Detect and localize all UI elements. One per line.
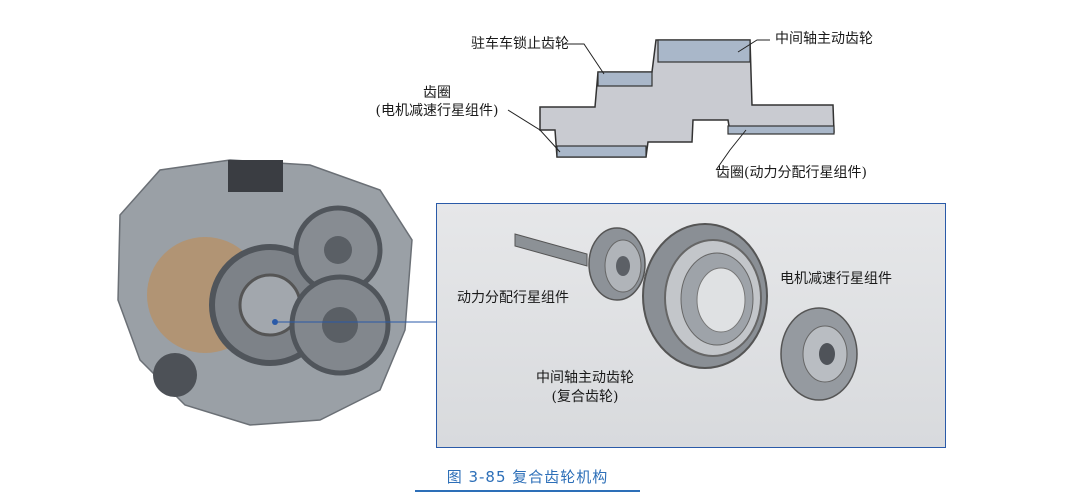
power-split-planetary-label: 动力分配行星组件 <box>457 290 569 306</box>
ring-gear-power-label: 齿圈(动力分配行星组件) <box>716 165 867 181</box>
countershaft-gear-top-label: 中间轴主动齿轮 <box>775 31 873 47</box>
exploded-view-panel <box>436 203 946 448</box>
parking-gear-label: 驻车车锁止齿轮 <box>471 36 569 52</box>
transmission-illustration <box>117 159 413 426</box>
figure-caption: 图 3-85 复合齿轮机构 <box>415 466 640 492</box>
power-split-planetary-part <box>514 227 646 301</box>
leader-lines <box>507 39 770 171</box>
motor-reduction-planetary-label: 电机减速行星组件 <box>780 271 892 287</box>
ring-gear-power-section <box>727 125 835 135</box>
ring-gear-sub-label: (电机减速行星组件) <box>375 103 499 119</box>
ring-gear-motor-section <box>556 145 647 158</box>
countershaft-gear-sub-label: (复合齿轮) <box>551 389 619 405</box>
countershaft-gear-section <box>657 39 751 63</box>
countershaft-gear-label: 中间轴主动齿轮 <box>536 370 634 386</box>
exploded-parts <box>514 223 858 401</box>
countershaft-gear-part <box>642 223 768 369</box>
parking-gear-section <box>597 71 653 87</box>
motor-reduction-planetary-part <box>780 307 858 401</box>
ring-gear-label: 齿圈 <box>423 85 451 101</box>
